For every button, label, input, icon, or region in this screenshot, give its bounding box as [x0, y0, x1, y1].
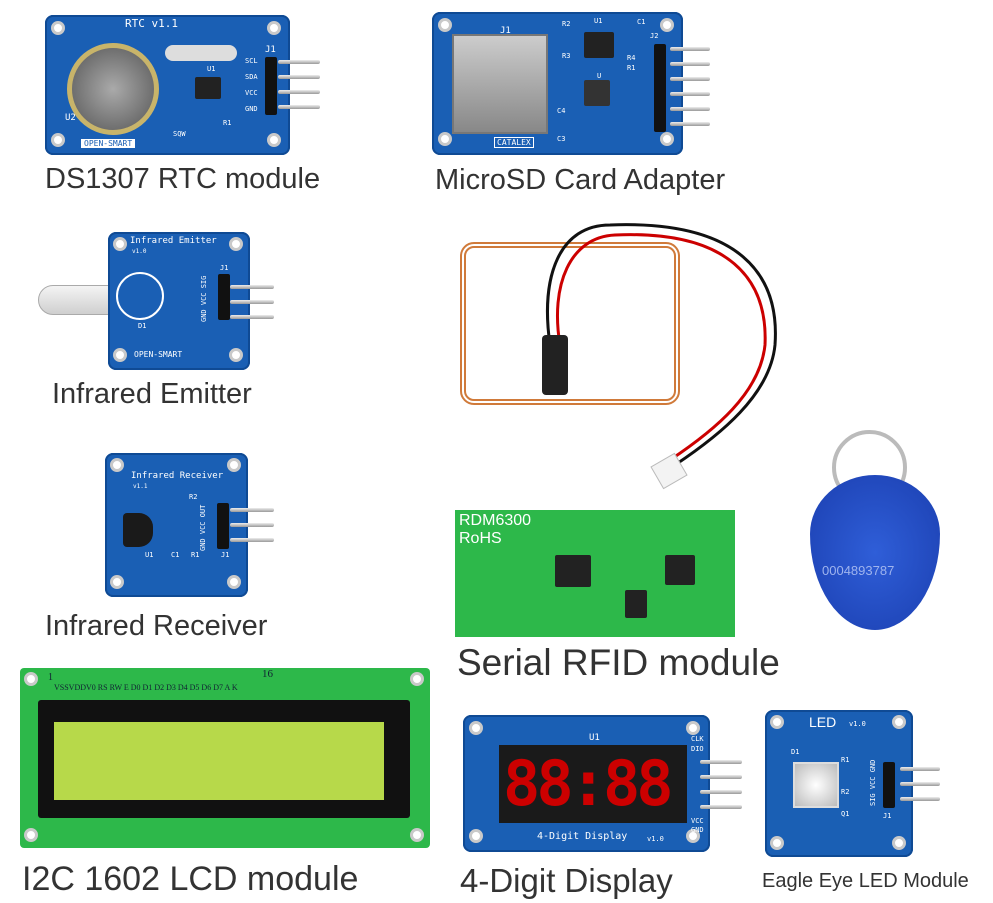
caption-lcd: I2C 1602 LCD module [22, 860, 359, 898]
silk-label: J2 [650, 32, 659, 40]
silk-label: C3 [557, 135, 566, 143]
silk-label: U2 [65, 113, 76, 123]
seven-segment-digits: 88:88 [503, 747, 674, 820]
silk-label: J1 [883, 812, 892, 820]
silk-label: OPEN-SMART [134, 350, 183, 359]
silk-label: CATALEX [494, 137, 534, 148]
silk-label: U1 [594, 17, 603, 25]
silk-label: LED [809, 714, 837, 730]
silk-label: SCL [245, 57, 258, 65]
four-digit-board: 88:88 U1 CLK DIO VCC GND 4-Digit Display… [463, 715, 710, 852]
silk-label: R4 [627, 54, 636, 62]
silk-label: R1 [223, 119, 232, 127]
silk-label: v1.0 [849, 720, 866, 728]
ir-receiver-board: Infrared Receiver v1.1 R2 GND VCC OUT U1… [105, 453, 248, 597]
silk-label: v1.0 [647, 835, 664, 843]
silk-label: SIG VCC GND [869, 759, 877, 806]
rdm6300-board: RDM6300 RoHS [455, 510, 735, 637]
silk-label: SQW [173, 130, 186, 138]
silk-label: R2 [562, 20, 571, 28]
silk-label: OPEN-SMART [81, 139, 136, 148]
silk-label: VSSVDDV0 RS RW E D0 D1 D2 D3 D4 D5 D6 D7… [54, 683, 238, 692]
silk-label: C4 [557, 107, 566, 115]
silk-label: RTC v1.1 [125, 17, 178, 30]
silk-label: R2 [189, 493, 198, 501]
silk-label: GND [245, 105, 258, 113]
silk-label: D1 [791, 748, 800, 756]
silk-label: 16 [262, 668, 273, 680]
silk-label: R1 [841, 756, 850, 764]
silk-label: DIO [691, 745, 704, 753]
silk-label: U1 [145, 551, 154, 559]
silk-label: J1 [220, 264, 229, 272]
silk-label: J1 [221, 551, 230, 559]
microsd-board: J1 R2 U1 C1 J2 R3 R4 R1 U C4 C3 CATALEX [432, 12, 683, 155]
silk-label: RDM6300 [459, 512, 532, 529]
lcd-board: 1 16 VSSVDDV0 RS RW E D0 D1 D2 D3 D4 D5 … [20, 668, 430, 848]
silk-label: GND VCC SIG [200, 275, 208, 322]
silk-label: C1 [171, 551, 180, 559]
caption-ir-emitter: Infrared Emitter [52, 378, 252, 410]
caption-rtc: DS1307 RTC module [45, 163, 321, 195]
silk-label: VCC [691, 817, 704, 825]
ir-led [38, 285, 116, 315]
sd-slot [452, 34, 548, 134]
silk-label: GND VCC OUT [199, 504, 207, 551]
silk-label: SDA [245, 73, 258, 81]
silk-label: Q1 [841, 810, 850, 818]
silk-label: J1 [265, 45, 276, 55]
rfid-keyfob: 0004893787 [810, 475, 940, 630]
silk-label: U [597, 72, 602, 80]
silk-label: RoHS [459, 530, 502, 547]
silk-label: 4-Digit Display [537, 831, 628, 842]
caption-ir-receiver: Infrared Receiver [45, 610, 268, 642]
caption-rfid: Serial RFID module [457, 642, 780, 683]
rfid-wires [542, 223, 777, 467]
lcd-screen [54, 722, 384, 800]
silk-label: Infrared Receiver [131, 471, 224, 481]
silk-label: v1.0 [132, 248, 147, 255]
silk-label: GND [691, 826, 704, 834]
silk-label: R1 [627, 64, 636, 72]
silk-label: D1 [138, 322, 147, 330]
silk-label: U1 [207, 65, 216, 73]
silk-label: C1 [637, 18, 646, 26]
eagle-eye-led-board: LED v1.0 D1 R1 R2 Q1 J1 SIG VCC GND [765, 710, 913, 857]
silk-label: CLK [691, 735, 704, 743]
coin-battery [67, 43, 159, 135]
silk-label: Infrared Emitter [130, 236, 217, 246]
ir-emitter-board: Infrared Emitter v1.0 J1 GND VCC SIG D1 … [108, 232, 250, 370]
silk-label: J1 [500, 26, 511, 36]
silk-label: R3 [562, 52, 571, 60]
silk-label: 1 [48, 672, 53, 683]
caption-4digit: 4-Digit Display [460, 862, 673, 899]
silk-label: R1 [191, 551, 200, 559]
keyfob-number: 0004893787 [822, 563, 895, 578]
rfid-coil [460, 242, 680, 405]
silk-label: v1.1 [133, 483, 148, 490]
silk-label: VCC [245, 89, 258, 97]
rtc-board: RTC v1.1 J1 SCL SDA VCC GND U2 U1 SQW R1… [45, 15, 290, 155]
caption-microsd: MicroSD Card Adapter [435, 164, 726, 196]
silk-label: R2 [841, 788, 850, 796]
silk-label: U1 [589, 733, 600, 743]
caption-led: Eagle Eye LED Module [762, 870, 969, 892]
